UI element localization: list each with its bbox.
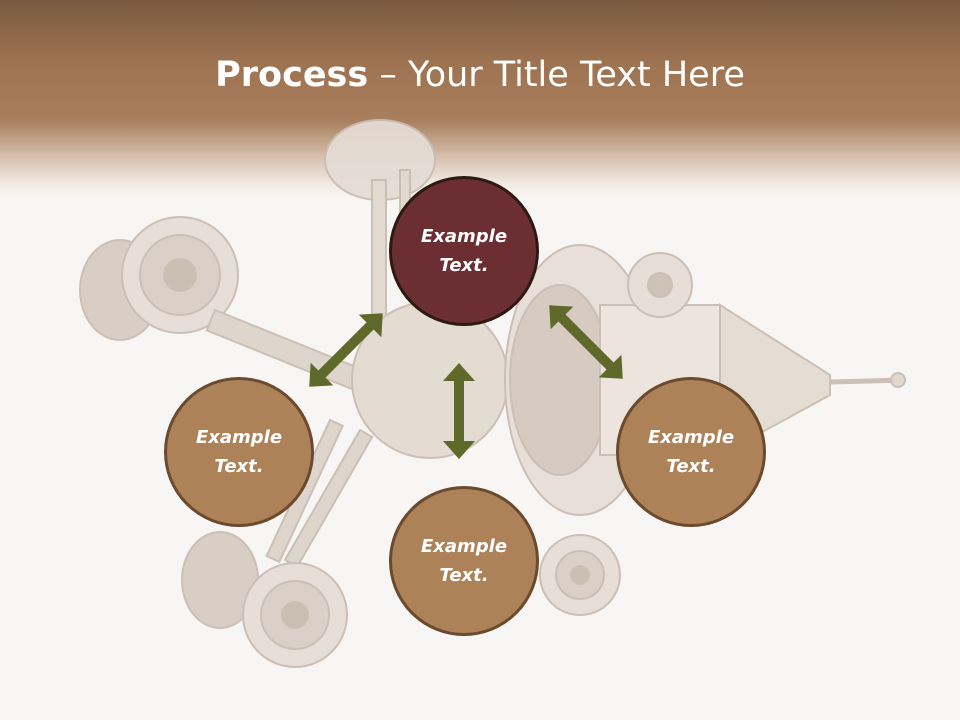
node-right-text: Example Text. [647, 427, 735, 477]
process-node-bottom[interactable]: Example Text. [389, 486, 539, 636]
process-node-top[interactable]: Example Text. [389, 176, 539, 326]
arrow-left-top [309, 313, 383, 387]
node-left-text: Example Text. [195, 427, 283, 477]
arrow-vertical [443, 363, 475, 459]
process-arrows [309, 305, 623, 459]
node-top-text: Example Text. [420, 226, 508, 276]
process-node-left[interactable]: Example Text. [164, 377, 314, 527]
node-bottom-text: Example Text. [420, 536, 508, 586]
slide-title: Process – Your Title Text Here [0, 52, 960, 98]
arrow-top-right [549, 305, 623, 379]
header-band [0, 0, 960, 200]
process-node-right[interactable]: Example Text. [616, 377, 766, 527]
title-bold: Process [215, 55, 369, 95]
title-rest: – Your Title Text Here [368, 55, 745, 95]
